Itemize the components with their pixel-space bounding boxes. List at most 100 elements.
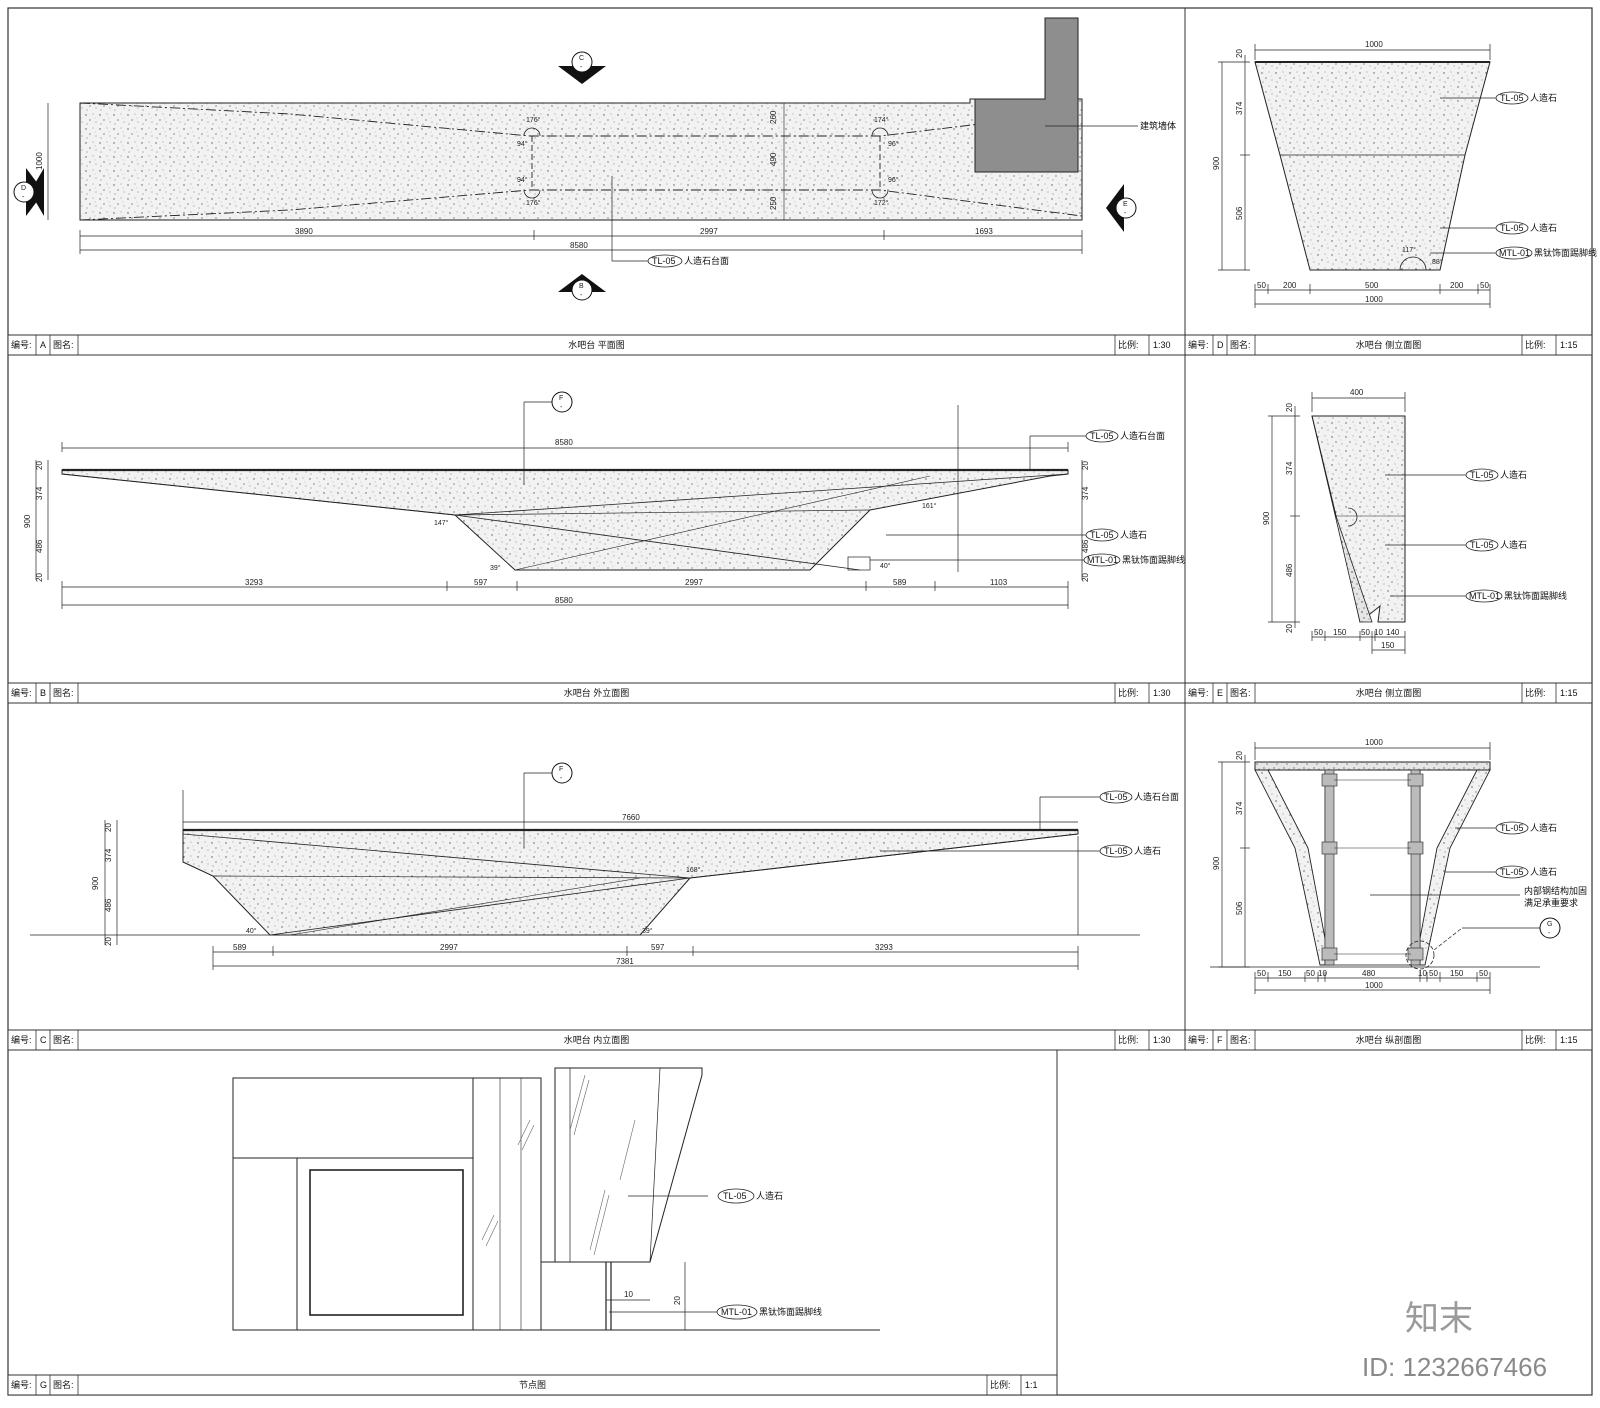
material-tag bbox=[1465, 538, 1499, 552]
svg-text:TL-05: TL-05 bbox=[1500, 867, 1524, 877]
material-tag bbox=[1099, 844, 1133, 858]
dim-text: 8580 bbox=[570, 241, 588, 250]
svg-text:TL-05: TL-05 bbox=[1470, 540, 1494, 550]
material-tag bbox=[716, 1304, 758, 1320]
panel-scale: 1:15 bbox=[1560, 688, 1578, 698]
dim-text: 374 bbox=[1285, 461, 1294, 475]
facet-line bbox=[454, 514, 861, 571]
svg-text:TL-05: TL-05 bbox=[1090, 431, 1114, 441]
facet-line bbox=[454, 509, 871, 516]
material-label: 黑钛饰面踢脚线 bbox=[1534, 247, 1597, 258]
section-marker-f: F - bbox=[551, 762, 573, 784]
dim-text: 589 bbox=[893, 578, 907, 587]
scale-label: 比例: bbox=[1118, 339, 1139, 350]
name-label: 图名: bbox=[53, 1034, 74, 1045]
dim-text: 374 bbox=[1235, 801, 1244, 815]
number-label: 编号: bbox=[11, 1379, 32, 1390]
section-marker-b: B - bbox=[558, 274, 606, 301]
dim-text: 500 bbox=[1365, 281, 1379, 290]
wall-label: 建筑墙体 bbox=[1140, 120, 1176, 131]
material-label: 黑钛饰面踢脚线 bbox=[1504, 590, 1567, 601]
scale-label: 比例: bbox=[990, 1379, 1011, 1390]
material-label: 人造石 bbox=[1134, 845, 1161, 856]
svg-text:-: - bbox=[1548, 930, 1551, 937]
angle-label: 161° bbox=[922, 502, 937, 510]
panel-scale: 1:15 bbox=[1560, 340, 1578, 350]
brand-id: ID: 1232667466 bbox=[1362, 1352, 1547, 1382]
dim-text: 50 bbox=[1257, 969, 1266, 978]
dim-text: 150 bbox=[1278, 969, 1292, 978]
angle-label: 176° bbox=[526, 116, 541, 124]
svg-text:MTL-01: MTL-01 bbox=[1499, 248, 1530, 258]
svg-text:-: - bbox=[560, 404, 563, 411]
number-label: 编号: bbox=[11, 687, 32, 698]
svg-text:-: - bbox=[1124, 210, 1127, 217]
angle-label: 39° bbox=[642, 927, 653, 935]
panel-id: C bbox=[40, 1035, 47, 1045]
section-right-wing bbox=[1414, 769, 1491, 966]
dim-text: 20 bbox=[1081, 461, 1090, 470]
detail-frame bbox=[232, 1077, 474, 1331]
dim-text: 1000 bbox=[35, 152, 44, 170]
dim-text: 1000 bbox=[1365, 40, 1383, 49]
section-marker-f: F - bbox=[551, 391, 573, 413]
angle-label: 168° bbox=[686, 866, 701, 874]
angle-arc bbox=[523, 127, 541, 137]
svg-text:TL-05: TL-05 bbox=[1090, 530, 1114, 540]
dim-text: 480 bbox=[1362, 969, 1376, 978]
inner-elevation-body bbox=[182, 829, 1079, 936]
plinth-panel bbox=[540, 1261, 612, 1331]
angle-arc bbox=[523, 189, 541, 199]
material-label: 黑钛饰面踢脚线 bbox=[1122, 554, 1185, 565]
svg-text:F: F bbox=[559, 395, 563, 402]
dim-text: 597 bbox=[651, 943, 665, 952]
angle-label: 172° bbox=[874, 199, 889, 207]
name-label: 图名: bbox=[1230, 687, 1251, 698]
dim-text: 486 bbox=[104, 898, 113, 912]
section-marker-c: C - bbox=[558, 51, 606, 84]
dim-text: 7381 bbox=[616, 957, 634, 966]
svg-text:-: - bbox=[22, 194, 25, 201]
dim-text: 900 bbox=[23, 514, 32, 528]
dim-text: 50 bbox=[1480, 281, 1489, 290]
stone-panel-inner bbox=[569, 1067, 661, 1263]
dim-text: 2997 bbox=[685, 578, 703, 587]
svg-text:-: - bbox=[580, 292, 583, 299]
dim-text: 20 bbox=[1235, 49, 1244, 58]
panel-f-section: 1000 20 374 506 900 50 150 50 10 480 10 … bbox=[1210, 738, 1587, 994]
building-wall bbox=[974, 17, 1079, 173]
material-tag bbox=[1495, 821, 1529, 835]
dim-text: 8580 bbox=[555, 438, 573, 447]
dim-text: 150 bbox=[1381, 641, 1395, 650]
angle-label: 94° bbox=[517, 140, 528, 148]
svg-text:G: G bbox=[1547, 921, 1552, 928]
angle-label: 174° bbox=[874, 116, 889, 124]
svg-text:MTL-01: MTL-01 bbox=[721, 1307, 752, 1317]
svg-text:TL-05: TL-05 bbox=[1500, 223, 1524, 233]
dim-text: 400 bbox=[1350, 388, 1364, 397]
facet-line bbox=[212, 875, 691, 879]
angle-label: 96° bbox=[888, 140, 899, 148]
dim-text: 3293 bbox=[245, 578, 263, 587]
angle-arc bbox=[1347, 507, 1358, 527]
svg-text:TL-05: TL-05 bbox=[1500, 823, 1524, 833]
svg-text:TL-05: TL-05 bbox=[1470, 470, 1494, 480]
svg-text:F: F bbox=[559, 766, 563, 773]
plan-countertop bbox=[79, 98, 1083, 221]
dim-text: 20 bbox=[104, 937, 113, 946]
section-top-slab bbox=[1254, 761, 1491, 771]
svg-text:B: B bbox=[579, 283, 584, 290]
dim-text: 1103 bbox=[990, 578, 1008, 587]
material-tag bbox=[1085, 429, 1119, 443]
angle-arc bbox=[871, 127, 889, 137]
material-label: 人造石 bbox=[1120, 529, 1147, 540]
angle-label: 176° bbox=[526, 199, 541, 207]
detail-panel bbox=[472, 1077, 542, 1331]
name-label: 图名: bbox=[53, 339, 74, 350]
outer-elevation-body bbox=[61, 469, 1069, 571]
